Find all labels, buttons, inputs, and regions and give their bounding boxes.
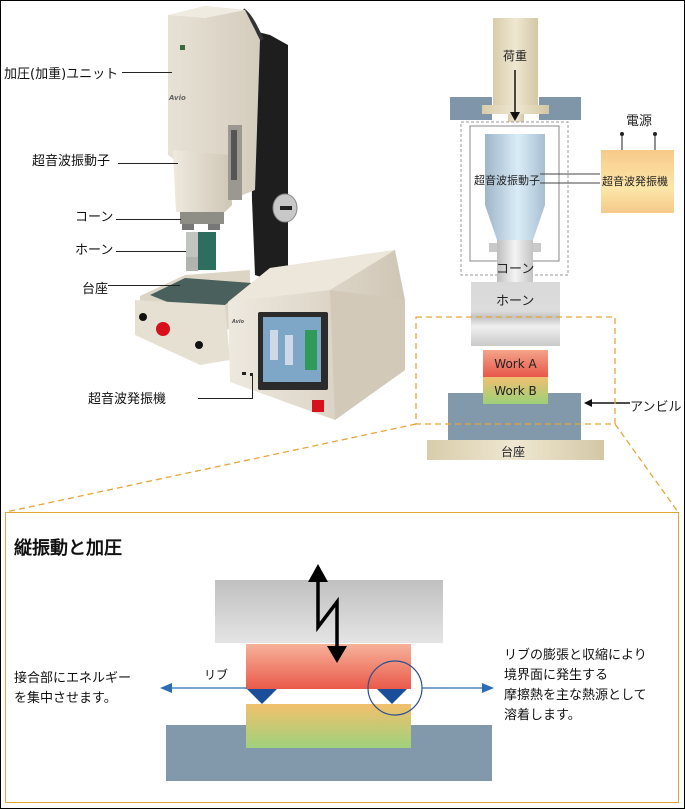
base-plate bbox=[427, 440, 604, 460]
zoom-region bbox=[415, 316, 616, 425]
power-terminal-icon bbox=[620, 132, 624, 136]
label-transducer-schematic: 超音波振動子 bbox=[474, 174, 540, 187]
label-generator: 超音波発振機 bbox=[88, 392, 167, 407]
label-base-schematic: 台座 bbox=[501, 445, 526, 459]
transducer-cylinder bbox=[485, 134, 545, 240]
work-a bbox=[483, 350, 548, 377]
rib-left bbox=[247, 689, 277, 704]
leader-line bbox=[116, 219, 181, 220]
label-base: 台座 bbox=[82, 282, 109, 297]
leader-line bbox=[252, 376, 253, 399]
label-generator-schematic: 超音波発振機 bbox=[602, 175, 668, 188]
work-b-front bbox=[483, 377, 548, 404]
work-b-detail bbox=[246, 704, 411, 748]
load-arrow-icon bbox=[510, 112, 520, 121]
work-a-detail bbox=[246, 644, 411, 689]
label-power: 電源 bbox=[626, 114, 653, 129]
leader-line bbox=[122, 72, 172, 73]
label-horn: ホーン bbox=[75, 243, 114, 258]
mount-plate-left bbox=[450, 97, 492, 120]
leader-line bbox=[108, 285, 180, 286]
left-note-line: を集中させます。 bbox=[14, 691, 117, 706]
mount-plate-right bbox=[539, 97, 581, 120]
left-note-line: 接合部にエネルギー bbox=[14, 671, 132, 686]
right-note-line: リブの膨張と収縮により bbox=[504, 648, 647, 663]
horn-block bbox=[471, 282, 560, 346]
label-transducer: 超音波振動子 bbox=[32, 154, 111, 169]
leader-line bbox=[118, 163, 178, 164]
avio-logo-head: Avio bbox=[168, 94, 186, 102]
right-note-line: 溶着します。 bbox=[504, 708, 581, 723]
emergency-stop bbox=[156, 322, 170, 336]
label-rib: リブ bbox=[204, 668, 229, 682]
label-pressure-unit: 加圧(加重)ユニット bbox=[4, 67, 119, 82]
power-switch bbox=[312, 400, 324, 412]
arrow-right-icon bbox=[482, 683, 494, 693]
anvil-arrow-icon bbox=[584, 399, 592, 407]
label-cone-schematic: コーン bbox=[496, 262, 535, 277]
label-load: 荷重 bbox=[503, 49, 528, 63]
cone-part bbox=[180, 212, 224, 224]
right-note-line: 境界面に発生する bbox=[504, 668, 609, 683]
label-cone: コーン bbox=[75, 210, 114, 225]
transducer-body bbox=[173, 150, 232, 212]
arrow-left-icon bbox=[160, 683, 172, 693]
generator-box bbox=[601, 150, 674, 213]
label-work-b: Work B bbox=[494, 384, 537, 398]
power-terminal-icon bbox=[653, 132, 657, 136]
avio-logo-generator: Avio bbox=[231, 319, 245, 325]
leader-line bbox=[116, 251, 186, 252]
right-note: リブの膨張と収縮により 境界面に発生する 摩擦熱を主な熱源として 溶着します。 bbox=[504, 646, 647, 726]
right-note-line: 摩擦熱を主な熱源として bbox=[504, 688, 647, 703]
label-horn-schematic: ホーン bbox=[496, 294, 535, 309]
rib-right bbox=[377, 689, 407, 704]
vibration-arrow-icon bbox=[316, 578, 339, 651]
detail-panel bbox=[5, 512, 679, 803]
detail-title: 縦振動と加圧 bbox=[14, 538, 122, 559]
cone-cylinder bbox=[497, 240, 533, 285]
leader-line bbox=[198, 398, 252, 399]
left-note: 接合部にエネルギー を集中させます。 bbox=[14, 669, 131, 709]
label-work-a: Work A bbox=[494, 357, 537, 371]
label-anvil: アンビル bbox=[630, 400, 682, 415]
